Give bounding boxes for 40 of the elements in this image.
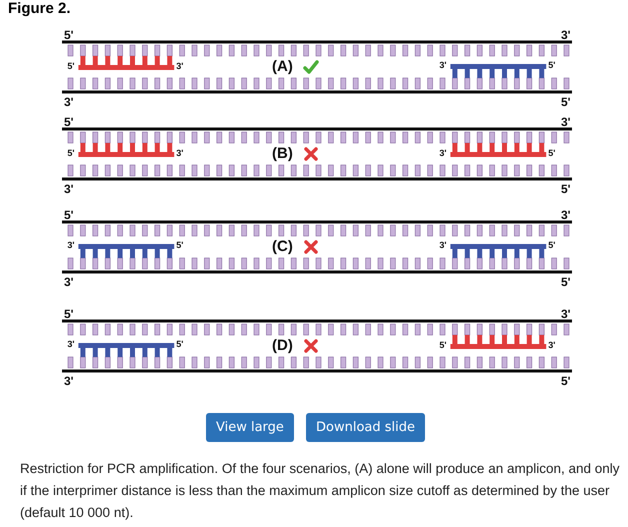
strand-end-label: 5'	[561, 276, 571, 288]
figure-title: Figure 2.	[8, 0, 71, 17]
view-large-button: View large	[206, 413, 294, 442]
panel-label: (B)	[272, 146, 293, 162]
primer-end-label: 5'	[67, 149, 75, 158]
strand-end-label: 5'	[64, 308, 74, 320]
panel-label: (C)	[272, 239, 293, 255]
figure-caption: Restriction for PCR amplification. Of the four scenarios, (A) alone will produce an amplicon, and only if the interprimer distance is less than the maximum amplicon size cutoff as determined by the user (default 10 000 nt).	[20, 460, 620, 522]
strand-end-label: 5'	[561, 375, 571, 387]
panel-label: (D)	[272, 338, 293, 354]
primer-end-label: 5'	[176, 340, 184, 349]
primer-end-label: 5'	[67, 62, 75, 71]
primer-end-label: 3'	[548, 341, 556, 350]
primer-end-label: 3'	[67, 340, 75, 349]
primer-end-label: 3'	[176, 62, 184, 71]
primer-end-label: 3'	[67, 241, 75, 250]
strand-end-label: 5'	[561, 183, 571, 195]
primer-end-label: 3'	[439, 149, 447, 158]
strand-end-label: 3'	[64, 375, 74, 387]
primer-end-label: 3'	[439, 241, 447, 250]
strand-end-label: 5'	[64, 29, 74, 41]
strand-end-label: 5'	[561, 96, 571, 108]
strand-end-label: 5'	[64, 209, 74, 221]
strand-end-label: 3'	[64, 276, 74, 288]
strand-end-label: 3'	[561, 116, 571, 128]
strand-end-label: 3'	[561, 308, 571, 320]
strand-end-label: 5'	[64, 116, 74, 128]
panel-label: (A)	[272, 59, 293, 75]
primer-end-label: 3'	[439, 61, 447, 70]
primer-end-label: 5'	[176, 241, 184, 250]
strand-end-label: 3'	[64, 96, 74, 108]
strand-end-label: 3'	[561, 209, 571, 221]
strand-end-label: 3'	[561, 29, 571, 41]
primer-end-label: 5'	[548, 149, 556, 158]
primer-end-label: 5'	[548, 61, 556, 70]
strand-end-label: 3'	[64, 183, 74, 195]
download-slide-button: Download slide	[306, 413, 425, 442]
primer-end-label: 5'	[439, 341, 447, 350]
primer-end-label: 3'	[176, 149, 184, 158]
primer-end-label: 5'	[548, 241, 556, 250]
